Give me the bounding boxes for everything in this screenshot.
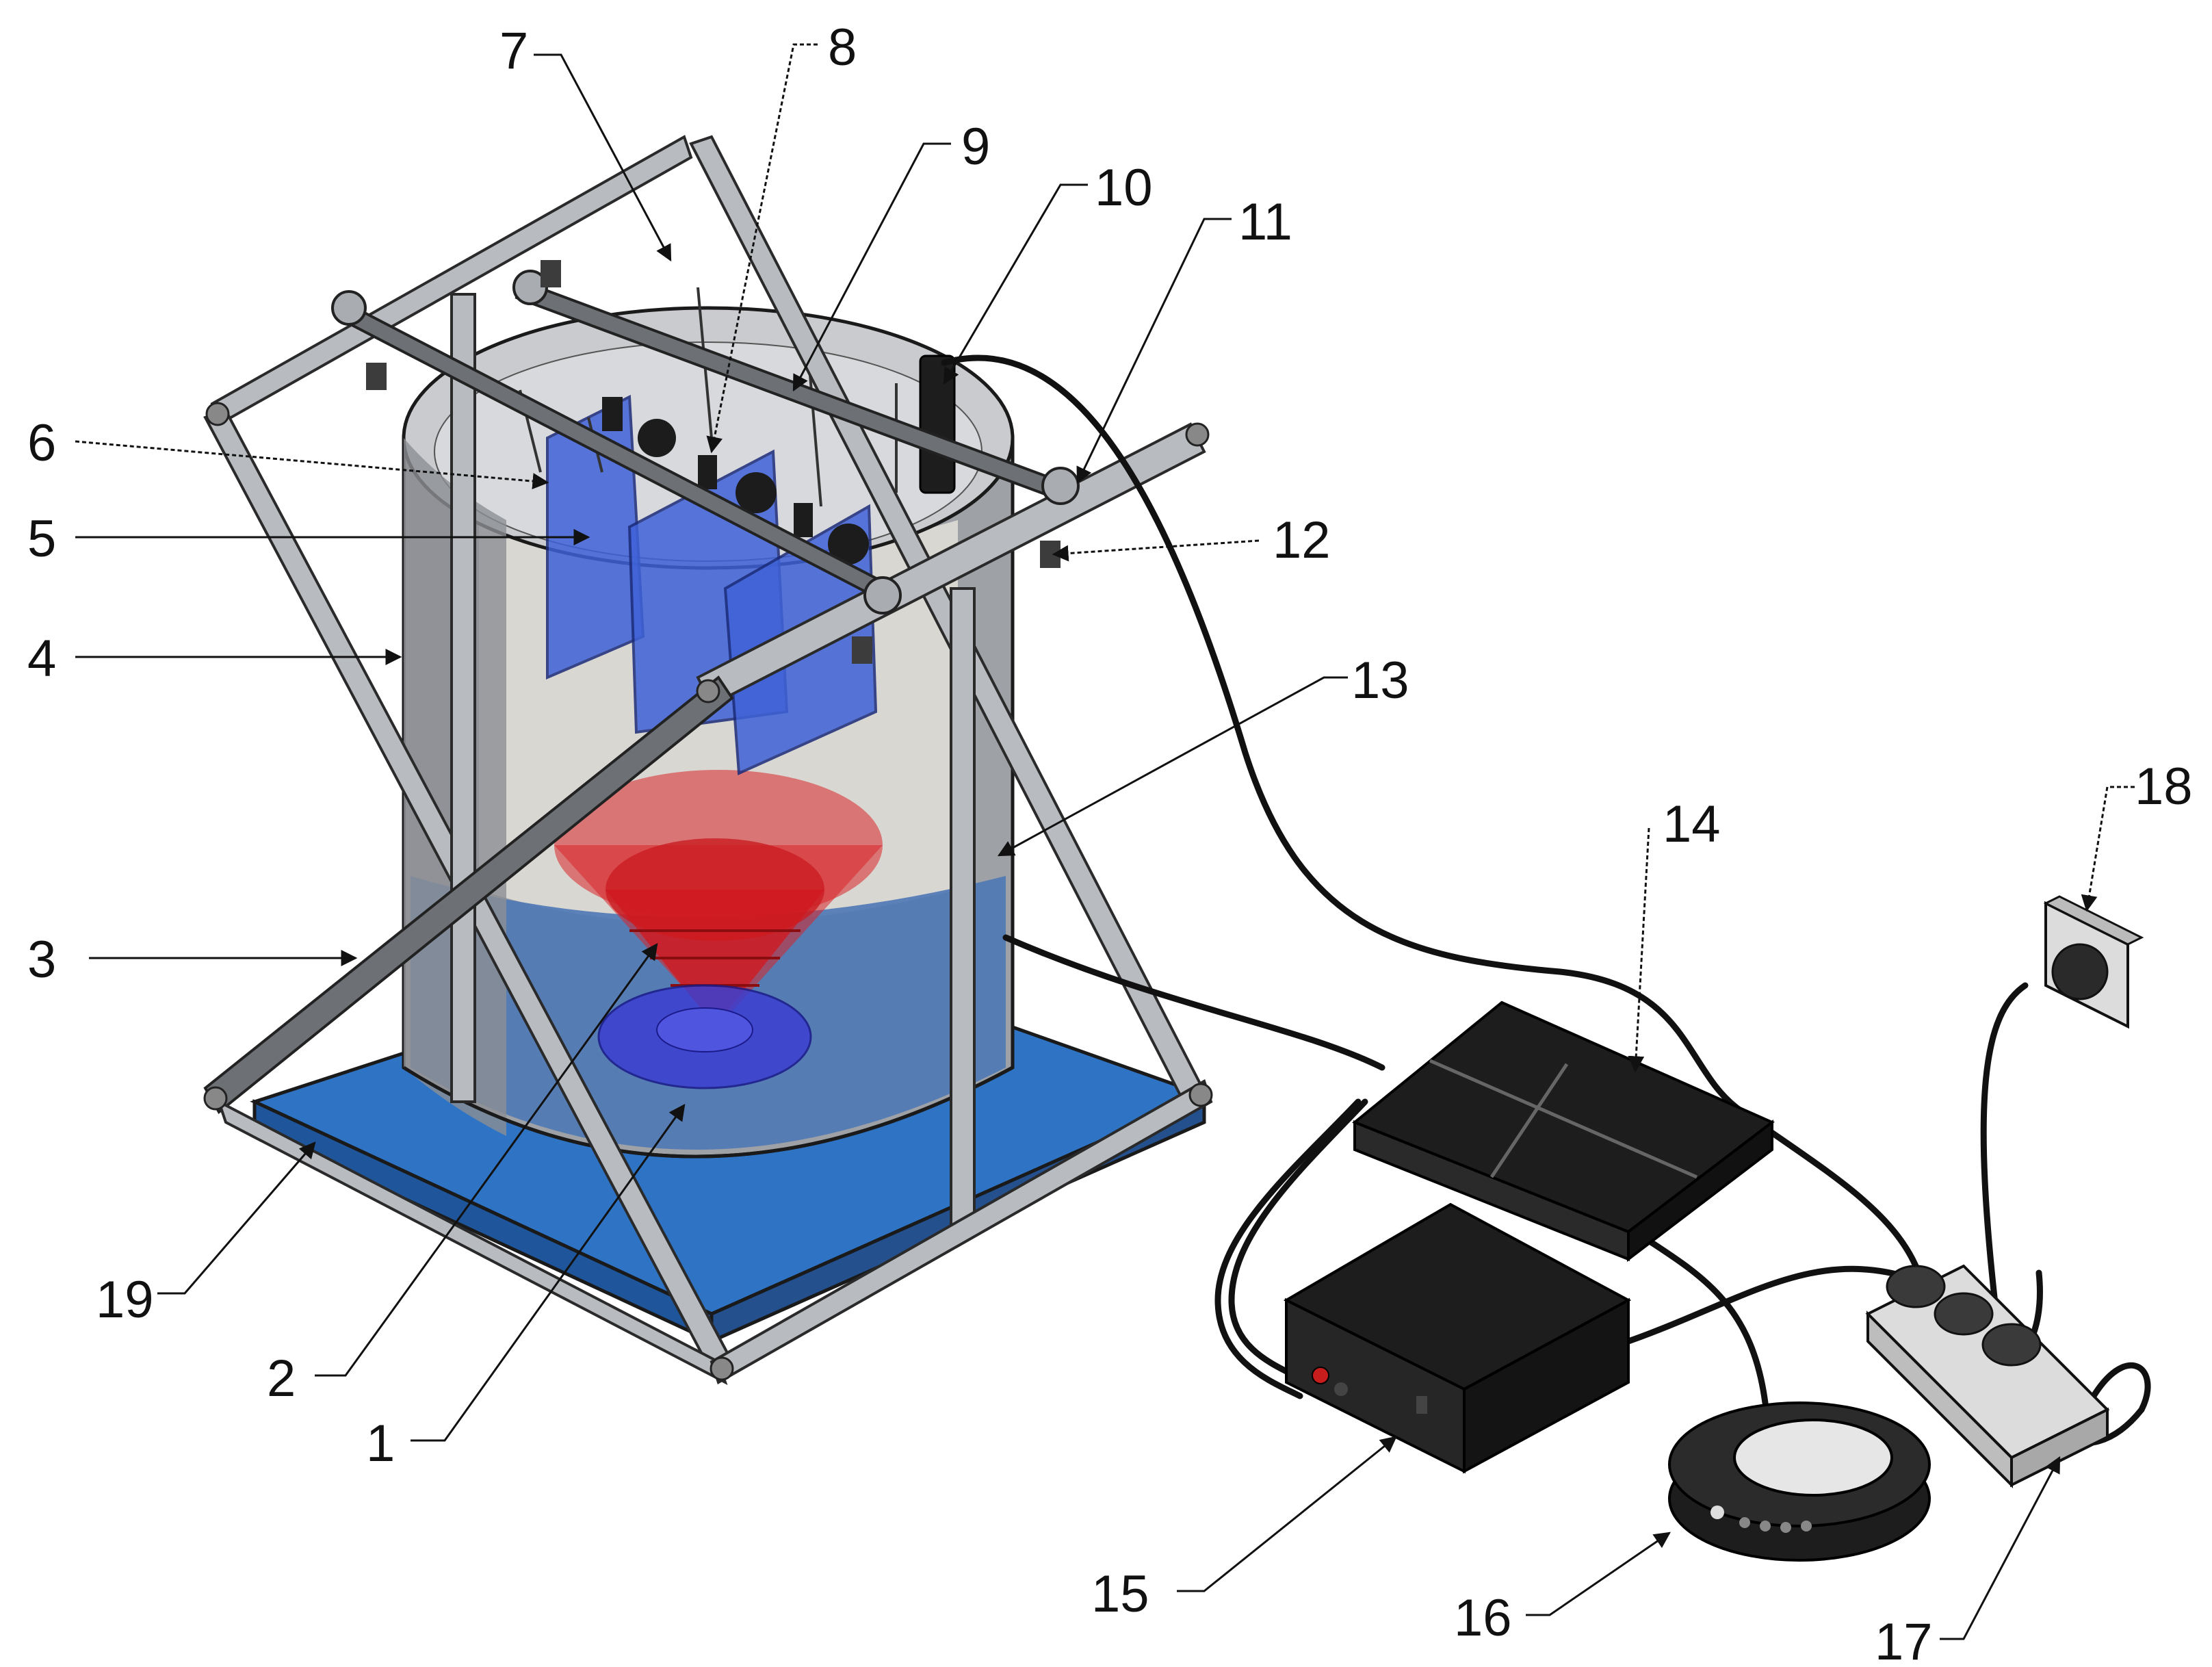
callout-15: 15 xyxy=(1091,1565,1149,1623)
callout-17: 17 xyxy=(1875,1613,1933,1667)
callout-11: 11 xyxy=(1238,193,1292,251)
callout-labels: 1 2 3 4 5 6 7 8 9 10 11 12 13 14 15 16 1… xyxy=(27,18,2193,1667)
callout-5: 5 xyxy=(27,510,56,568)
callout-6: 6 xyxy=(27,414,56,472)
callout-19: 19 xyxy=(96,1271,154,1329)
hot-plate xyxy=(1668,1401,1931,1562)
callout-16: 16 xyxy=(1454,1589,1512,1647)
electronic-scale xyxy=(1352,1000,1775,1263)
callout-2: 2 xyxy=(267,1349,296,1408)
support-frame xyxy=(203,135,1213,1386)
leader-lines xyxy=(75,43,2135,1640)
callout-1: 1 xyxy=(366,1414,395,1473)
callout-7: 7 xyxy=(499,22,528,80)
callout-12: 12 xyxy=(1273,511,1331,569)
callout-14: 14 xyxy=(1663,795,1721,853)
plugs xyxy=(1886,1265,2042,1367)
bag-left xyxy=(546,394,676,680)
power-strip xyxy=(1865,1264,2110,1488)
callout-13: 13 xyxy=(1351,651,1409,710)
callout-4: 4 xyxy=(27,630,56,688)
callout-18: 18 xyxy=(2135,758,2193,816)
wall-socket xyxy=(2043,895,2144,1029)
red-cone xyxy=(554,770,883,1026)
blue-disk xyxy=(597,984,812,1089)
callout-8: 8 xyxy=(828,18,857,77)
callout-10: 10 xyxy=(1095,159,1153,217)
callout-9: 9 xyxy=(961,118,990,176)
callout-3: 3 xyxy=(27,931,56,989)
controller-box xyxy=(1283,1202,1632,1474)
